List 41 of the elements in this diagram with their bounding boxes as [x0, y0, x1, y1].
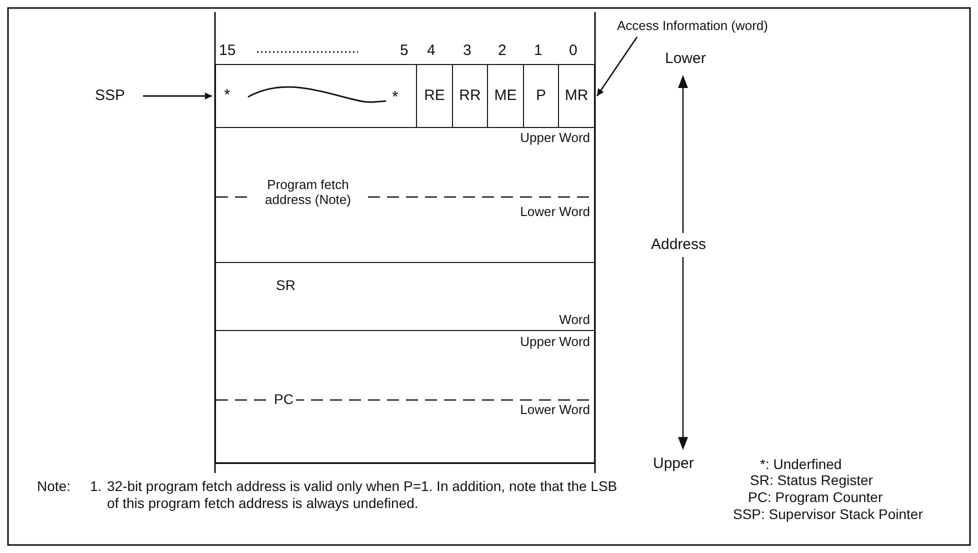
- word-size-label: Word: [559, 313, 590, 328]
- bit-number: 3: [463, 42, 472, 60]
- bit-name: RR: [458, 87, 482, 104]
- axis-label: Upper: [653, 455, 694, 473]
- leader-line: [596, 36, 638, 96]
- stack-word-row: [215, 127, 595, 263]
- bit-field-cell: [215, 64, 417, 128]
- key-entry: *: Underfined: [760, 456, 842, 473]
- callout-label: Access Information (word): [617, 19, 768, 34]
- bit-number: 5: [400, 42, 408, 60]
- bit-name: *: [392, 89, 398, 108]
- bit-number: 15: [219, 42, 236, 60]
- note-label: Note:: [37, 478, 70, 495]
- key-entry: PC: Program Counter: [748, 489, 883, 506]
- axis-label: Address: [651, 233, 706, 257]
- note-number: 1.: [90, 478, 102, 495]
- bit-number: 1: [534, 42, 542, 60]
- bit-field-cell: [558, 64, 595, 128]
- bit-name: *: [224, 87, 230, 106]
- bit-name: P: [534, 87, 547, 104]
- key-entry: SR: Status Register: [750, 472, 873, 489]
- bit-number: 0: [569, 42, 578, 60]
- field-name: SR: [276, 277, 296, 294]
- bit-name: MR: [564, 87, 590, 104]
- note-text: 32-bit program fetch address is valid only when P=1. In addition, note that the LSB of this program fetch address is always undefined.: [107, 478, 618, 512]
- word-size-label: Upper Word: [520, 335, 590, 350]
- field-name: PC: [271, 391, 296, 408]
- word-size-label: Upper Word: [520, 131, 590, 146]
- bit-name: ME: [493, 87, 518, 104]
- stack-word-row: [215, 330, 595, 464]
- field-name: Program fetch address (Note): [252, 178, 364, 208]
- axis-label: Lower: [665, 50, 706, 68]
- bit-number: 4: [427, 42, 436, 60]
- bit-name: RE: [423, 87, 446, 104]
- word-size-label: Lower Word: [520, 403, 590, 418]
- key-entry: SSP: Supervisor Stack Pointer: [733, 506, 923, 523]
- stack-word-row: [215, 262, 595, 331]
- word-size-label: Lower Word: [520, 205, 590, 220]
- pointer-label: SSP: [95, 87, 126, 104]
- bit-number: 2: [498, 42, 506, 60]
- arrow: [143, 92, 212, 100]
